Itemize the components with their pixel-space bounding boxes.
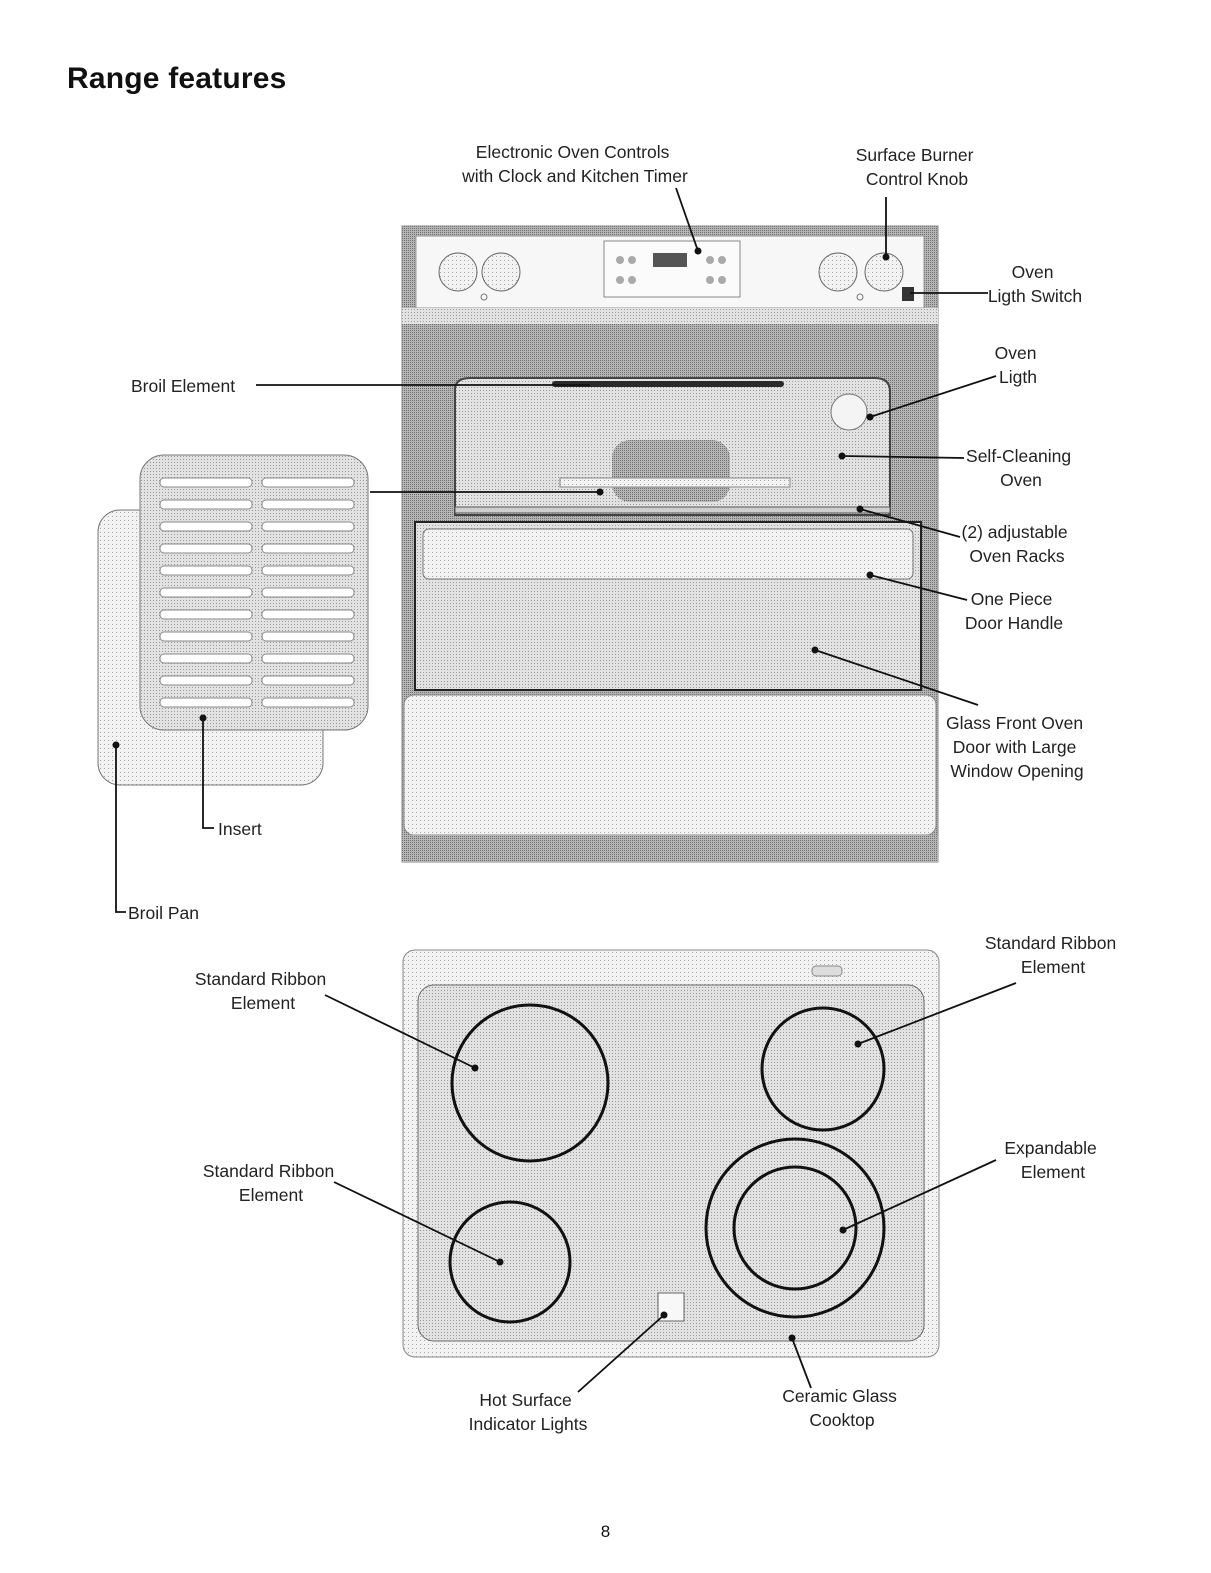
label-broil-pan: Broil Pan (128, 903, 199, 923)
label-oven-light-switch: Oven Ligth Switch (988, 262, 1082, 306)
storage-drawer (403, 694, 937, 836)
expandable-element-inner-icon (732, 1165, 858, 1291)
ceramic-glass-surface (417, 984, 925, 1342)
ribbon-element-icon (450, 1003, 610, 1163)
door-handle-icon (422, 528, 914, 580)
control-knob-icon (438, 252, 478, 292)
label-door-handle: One Piece Door Handle (965, 589, 1063, 633)
ribbon-element-icon (760, 1006, 886, 1132)
label-oven-light: Oven Ligth (995, 343, 1042, 387)
page-number: 8 (600, 1522, 611, 1541)
surface-burner-knob-icon (864, 252, 904, 292)
label-expandable-element: Expandable Element (1004, 1138, 1101, 1182)
expandable-element-outer-icon (704, 1137, 886, 1319)
broil-pan-illustration (97, 454, 369, 786)
label-broil-element: Broil Element (131, 376, 235, 396)
label-insert: Insert (218, 819, 262, 839)
label-hot-surface-lights: Hot Surface Indicator Lights (469, 1390, 588, 1434)
label-ribbon-top-right: Standard Ribbon Element (985, 933, 1121, 977)
label-self-cleaning-oven: Self-Cleaning Oven (966, 446, 1076, 490)
cooktop-illustration (402, 949, 940, 1358)
oven-light-switch-icon (902, 287, 914, 301)
oven-rack-icon (454, 506, 891, 514)
leader-lines (115, 187, 1017, 1393)
oven-light-icon (830, 393, 868, 431)
label-ceramic-glass-cooktop: Ceramic Glass Cooktop (782, 1386, 902, 1430)
label-ribbon-top-left: Standard Ribbon Element (195, 969, 331, 1013)
label-electronic-oven-controls: Electronic Oven Controls with Clock and … (461, 142, 688, 186)
label-ribbon-bottom-left: Standard Ribbon Element (203, 1161, 339, 1205)
electronic-controls-panel (603, 240, 741, 298)
broil-element-icon (552, 381, 784, 387)
page-title: Range features (67, 62, 287, 95)
label-glass-front-door: Glass Front Oven Door with Large Window … (946, 713, 1088, 781)
ribbon-element-icon (448, 1200, 572, 1324)
control-knob-icon (481, 252, 521, 292)
label-oven-racks: (2) adjustable Oven Racks (962, 522, 1073, 566)
label-surface-burner-knob: Surface Burner Control Knob (856, 145, 979, 189)
clock-display-icon (653, 253, 687, 267)
control-knob-icon (818, 252, 858, 292)
range-front-illustration (401, 225, 939, 863)
